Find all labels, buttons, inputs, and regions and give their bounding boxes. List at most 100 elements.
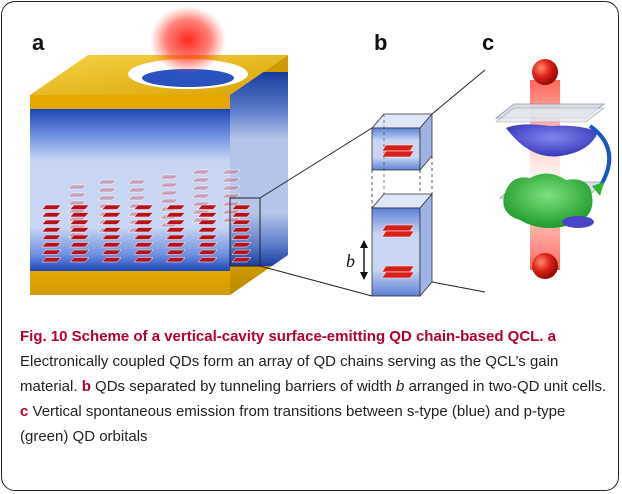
- photon-bottom: [532, 253, 558, 279]
- quantum-dot: [69, 257, 90, 263]
- zoom-line-c-bottom: [431, 281, 486, 293]
- quantum-dot: [381, 150, 415, 158]
- quantum-dot: [41, 219, 62, 225]
- quantum-dot: [191, 185, 211, 191]
- quantum-dot: [133, 249, 154, 255]
- quantum-dot: [69, 212, 90, 218]
- quantum-dot: [231, 212, 252, 218]
- quantum-dot: [41, 257, 62, 263]
- quantum-dot: [101, 204, 122, 210]
- caption-text-b1: QDs separated by tunneling barriers of w…: [95, 378, 392, 395]
- quantum-dot: [197, 212, 218, 218]
- quantum-dot: [381, 230, 415, 238]
- quantum-dot: [231, 204, 252, 210]
- quantum-dot: [231, 249, 252, 255]
- quantum-dot: [381, 144, 415, 152]
- transition-arrow: [588, 124, 612, 192]
- figure-caption: Fig. 10 Scheme of a vertical-cavity surf…: [20, 324, 608, 449]
- quantum-dot: [67, 184, 87, 190]
- figure-illustration: b: [30, 6, 612, 298]
- quantum-dot: [165, 227, 186, 233]
- quantum-dot: [221, 185, 241, 191]
- panel-label-c: c: [482, 30, 495, 55]
- zoom-line-top: [259, 127, 373, 199]
- quantum-dot: [97, 179, 117, 185]
- emitted-beam: [150, 6, 226, 74]
- quantum-dot: [101, 249, 122, 255]
- quantum-dot: [231, 227, 252, 233]
- quantum-dot: [191, 169, 211, 175]
- quantum-dot: [133, 204, 154, 210]
- quantum-dot: [381, 265, 415, 273]
- zoom-line-bottom: [259, 265, 373, 297]
- barrier-width-label: b: [346, 251, 355, 271]
- unit-cell-qds: [381, 144, 415, 279]
- qd-chains: [41, 169, 252, 263]
- panel-label-b: b: [374, 30, 388, 55]
- quantum-dot: [165, 257, 186, 263]
- quantum-dot: [231, 242, 252, 248]
- quantum-dot: [165, 204, 186, 210]
- quantum-dot: [97, 187, 117, 193]
- quantum-dot: [197, 242, 218, 248]
- caption-label-b: b: [81, 378, 91, 395]
- quantum-dot: [231, 257, 252, 263]
- aperture-window: [142, 69, 234, 87]
- orbital-scheme: [494, 59, 612, 279]
- quantum-dot: [101, 212, 122, 218]
- quantum-dot: [133, 257, 154, 263]
- quantum-dot: [231, 234, 252, 240]
- panel-label-a: a: [32, 30, 45, 55]
- quantum-dot: [165, 234, 186, 240]
- quantum-dot: [165, 242, 186, 248]
- quantum-dot: [97, 195, 117, 201]
- quantum-dot: [221, 169, 241, 175]
- quantum-dot: [221, 177, 241, 183]
- quantum-dot: [159, 190, 179, 196]
- s-orbital-lower: [562, 216, 594, 228]
- quantum-dot: [197, 204, 218, 210]
- zoom-region: [229, 197, 261, 267]
- unit-cells: [371, 112, 433, 298]
- caption-text-c: Vertical spontaneous emission from trans…: [20, 403, 566, 445]
- quantum-dot: [127, 187, 147, 193]
- front-face: [30, 95, 230, 295]
- quantum-dot: [133, 212, 154, 218]
- quantum-dot: [165, 212, 186, 218]
- quantum-dot: [101, 234, 122, 240]
- quantum-dot: [165, 219, 186, 225]
- quantum-dot: [69, 249, 90, 255]
- quantum-dot: [101, 227, 122, 233]
- quantum-dot: [133, 234, 154, 240]
- quantum-dot: [41, 234, 62, 240]
- quantum-dot: [41, 212, 62, 218]
- quantum-dot: [133, 242, 154, 248]
- quantum-dot: [197, 227, 218, 233]
- quantum-dot: [69, 242, 90, 248]
- quantum-dot: [41, 204, 62, 210]
- quantum-dot: [231, 219, 252, 225]
- quantum-dot: [165, 249, 186, 255]
- quantum-dot: [41, 227, 62, 233]
- quantum-dot: [101, 219, 122, 225]
- quantum-dot: [159, 182, 179, 188]
- zoom-line-c-top: [431, 69, 486, 115]
- s-orbital-upper: [506, 124, 598, 157]
- quantum-dot: [159, 174, 179, 180]
- quantum-dot: [127, 179, 147, 185]
- quantum-dot: [69, 227, 90, 233]
- quantum-dot: [133, 219, 154, 225]
- quantum-dot: [197, 257, 218, 263]
- p-orbital-lower: [503, 173, 593, 228]
- quantum-dot: [197, 219, 218, 225]
- quantum-dot: [101, 242, 122, 248]
- quantum-dot: [69, 219, 90, 225]
- quantum-dot: [191, 193, 211, 199]
- quantum-dot: [197, 234, 218, 240]
- quantum-dot: [127, 195, 147, 201]
- quantum-dot: [67, 192, 87, 198]
- quantum-dot: [221, 201, 241, 207]
- quantum-dot: [133, 227, 154, 233]
- caption-label-c: c: [20, 403, 29, 420]
- photon-top: [532, 59, 558, 85]
